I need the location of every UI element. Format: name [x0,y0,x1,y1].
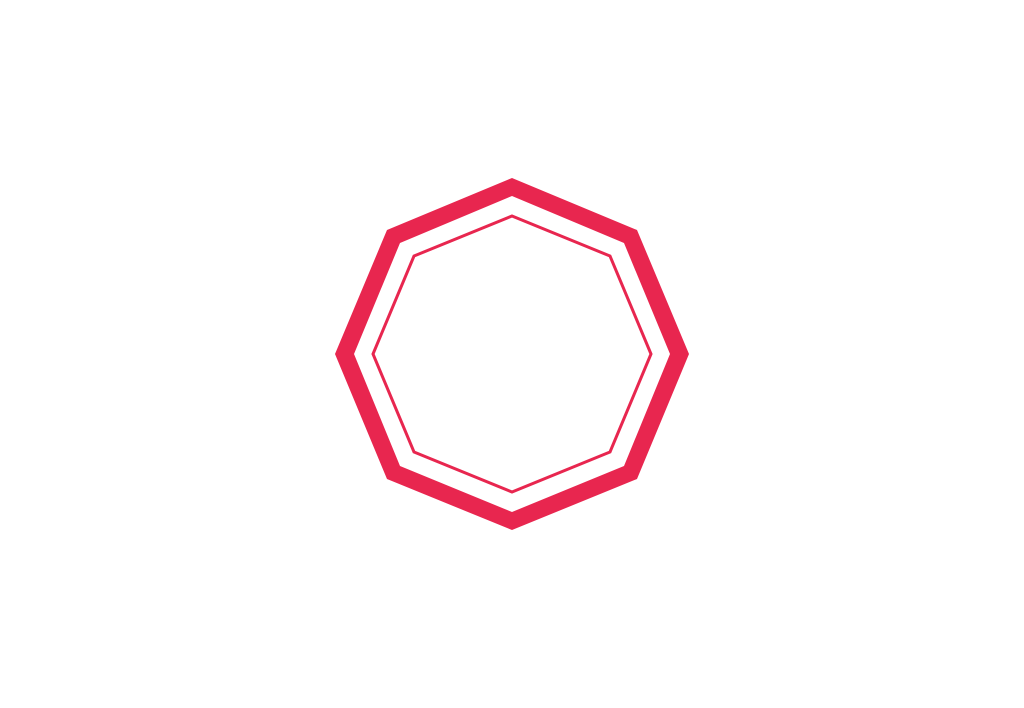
outer-octagon-ring [335,178,689,530]
inner-octagon-outline [371,214,653,494]
